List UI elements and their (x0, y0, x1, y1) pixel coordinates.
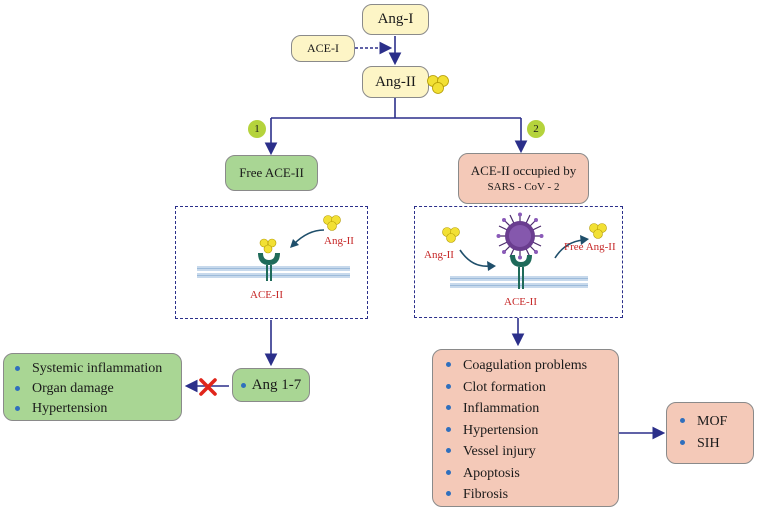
badge-2: 2 (527, 120, 545, 138)
molecule-icon (589, 223, 607, 239)
list-item: Apoptosis (441, 463, 610, 485)
receptor-icon (510, 255, 532, 289)
node-ang-ii: Ang-II (362, 66, 429, 98)
badge-1-label: 1 (254, 123, 260, 135)
molecule-icon (323, 215, 341, 231)
badge-1: 1 (248, 120, 266, 138)
list-item: Organ damage (10, 379, 175, 399)
blocked-x-icon (199, 378, 217, 396)
list-item: MOF (675, 411, 745, 433)
left-ang-ii-label: Ang-II (324, 235, 354, 247)
list-item: SIH (675, 433, 745, 455)
bullet-icon (240, 382, 246, 388)
mof-sih-list: MOF SIH (675, 411, 745, 455)
node-ang-i-label: Ang-I (377, 11, 414, 27)
occupied-line1: ACE-II occupied by (470, 163, 577, 179)
membrane-left (197, 266, 350, 278)
molecule-icon (442, 227, 460, 243)
right-effects-box: Coagulation problems Clot formation Infl… (432, 349, 619, 507)
node-ang17-label: Ang 1-7 (251, 376, 302, 393)
node-ang17: Ang 1-7 (232, 368, 310, 402)
node-ace-i: ACE-I (291, 35, 355, 62)
molecule-icon (427, 75, 449, 94)
right-effects-list: Coagulation problems Clot formation Infl… (441, 355, 610, 506)
badge-2-label: 2 (533, 123, 539, 135)
node-ace2-occupied: ACE-II occupied by SARS - CoV - 2 (458, 153, 589, 204)
occupied-line2: SARS - CoV - 2 (487, 180, 560, 193)
list-item: Fibrosis (441, 484, 610, 506)
panel-free-ace2 (175, 206, 368, 319)
node-free-ace2: Free ACE-II (225, 155, 318, 191)
list-item: Coagulation problems (441, 355, 610, 377)
node-ace-i-label: ACE-I (307, 41, 339, 55)
node-ang-i: Ang-I (362, 4, 429, 35)
left-ace2-label: ACE-II (250, 289, 283, 301)
list-item: Inflammation (441, 398, 610, 420)
free-ang-ii-label: Free Ang-II (564, 241, 616, 253)
left-effects-list: Systemic inflammation Organ damage Hyper… (10, 359, 175, 419)
list-item: Hypertension (10, 399, 175, 419)
right-ace2-label: ACE-II (504, 296, 537, 308)
curved-arrow-into-virus (459, 249, 496, 271)
virus-icon (496, 212, 544, 260)
list-item: Vessel injury (441, 441, 610, 463)
node-free-ace2-label: Free ACE-II (239, 165, 304, 180)
mof-sih-box: MOF SIH (666, 402, 754, 464)
receptor-icon (258, 238, 280, 281)
panel-occupied-ace2 (414, 206, 623, 318)
list-item: Hypertension (441, 420, 610, 442)
list-item: Systemic inflammation (10, 359, 175, 379)
curved-arrow-out-of-virus (554, 235, 589, 259)
left-effects-box: Systemic inflammation Organ damage Hyper… (3, 353, 182, 421)
curved-arrow-left-panel (290, 229, 325, 248)
node-ang-ii-label: Ang-II (375, 73, 416, 90)
right-ang-ii-label: Ang-II (424, 249, 454, 261)
list-item: Clot formation (441, 377, 610, 399)
